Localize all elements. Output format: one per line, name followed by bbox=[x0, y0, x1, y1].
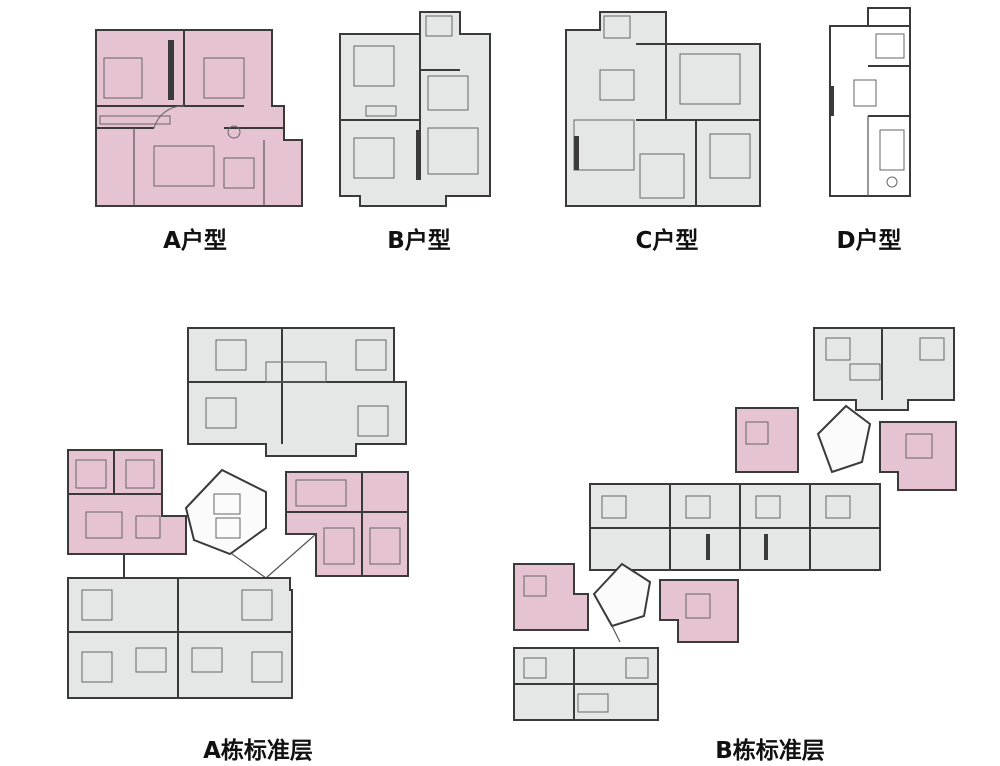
unit-plan-a-drawing bbox=[95, 29, 303, 207]
floor-plan-b-drawing bbox=[513, 327, 957, 721]
unit-plan-c-drawing bbox=[565, 11, 761, 207]
unit-plan-d-drawing bbox=[829, 7, 911, 197]
unit-plan-d bbox=[824, 6, 916, 206]
floor-plan-a-label: A栋标准层 bbox=[203, 738, 313, 764]
floor-plan-a-drawing bbox=[67, 327, 409, 699]
unit-plan-b-drawing bbox=[339, 11, 491, 207]
unit-plan-a bbox=[94, 28, 306, 210]
floor-plan-a bbox=[66, 322, 412, 704]
unit-plan-b-label: B户型 bbox=[387, 228, 451, 254]
floor-plan-b bbox=[510, 324, 970, 726]
unit-plan-d-label: D户型 bbox=[836, 228, 902, 254]
unit-plan-c bbox=[560, 10, 768, 210]
floor-plan-b-label: B栋标准层 bbox=[715, 738, 825, 764]
unit-plan-a-label: A户型 bbox=[163, 228, 227, 254]
unit-plan-c-label: C户型 bbox=[635, 228, 699, 254]
unit-plan-b bbox=[336, 10, 502, 210]
